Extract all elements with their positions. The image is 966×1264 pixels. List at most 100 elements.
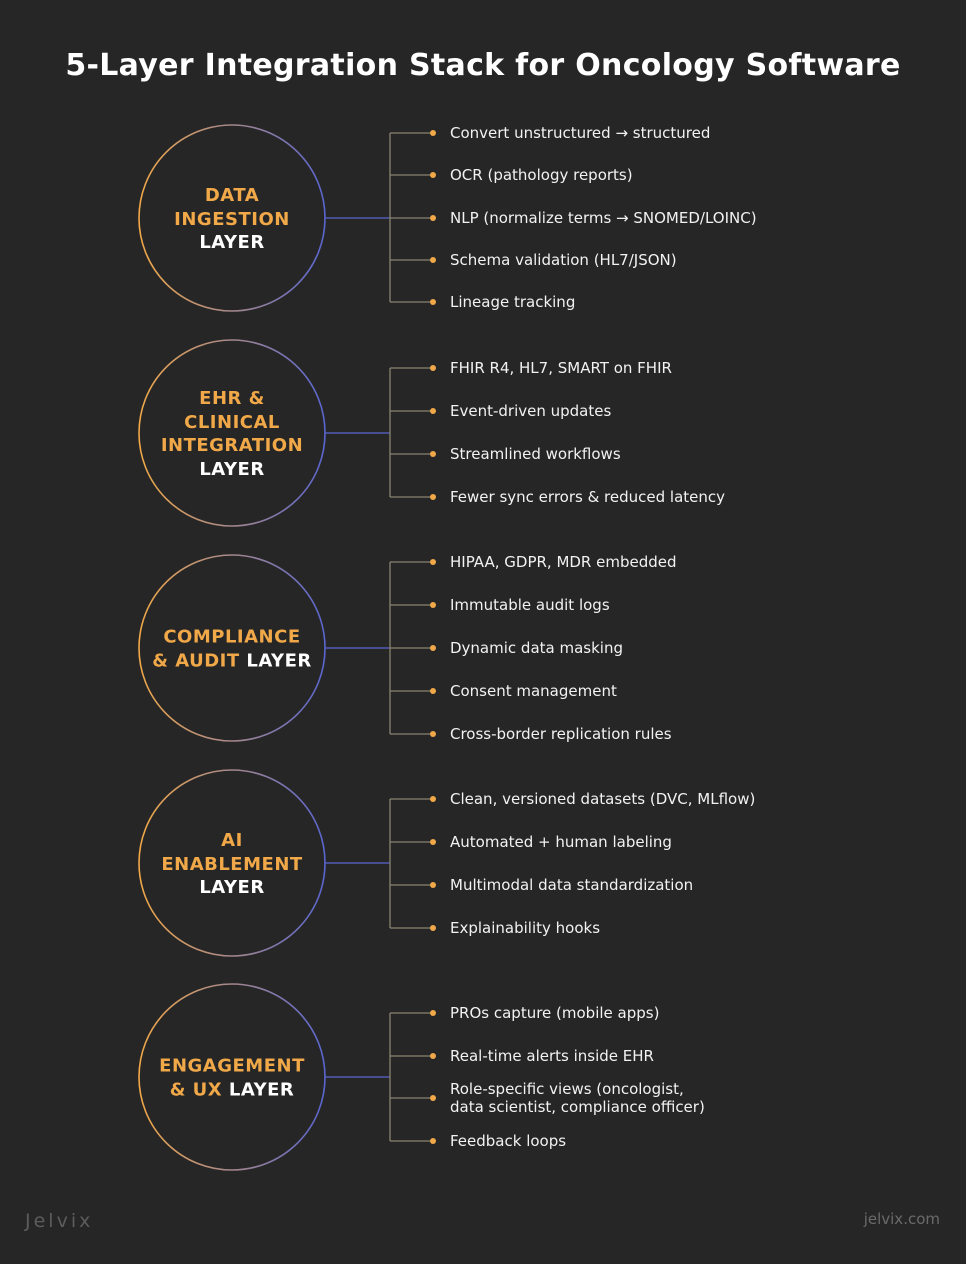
label-highlight: DATA: [204, 184, 260, 206]
item-text-line: Streamlined workflows: [450, 445, 621, 463]
item-text-line: Explainability hooks: [450, 919, 601, 937]
label-highlight: ENABLEMENT: [161, 853, 303, 875]
layer-3-item: Immutable audit logs: [450, 596, 610, 614]
bullet-dot: [430, 257, 436, 263]
layer-4-item: Clean, versioned datasets (DVC, MLflow): [450, 790, 755, 808]
bullet-dot: [430, 215, 436, 221]
label-layer-word: LAYER: [199, 876, 265, 898]
item-text-line: Schema validation (HL7/JSON): [450, 251, 677, 269]
layer-3-label: COMPLIANCE& AUDIT LAYER: [137, 626, 327, 673]
item-text-line: Clean, versioned datasets (DVC, MLflow): [450, 790, 756, 808]
bullet-dot: [430, 1095, 436, 1101]
bullet-dot: [430, 408, 436, 414]
bullet-dot: [430, 494, 436, 500]
item-text-line: FHIR R4, HL7, SMART on FHIR: [450, 359, 672, 377]
bullet-dot: [430, 1010, 436, 1016]
label-line: LAYER: [137, 231, 327, 255]
label-highlight: AI: [221, 829, 243, 851]
layer-3-item: HIPAA, GDPR, MDR embedded: [450, 553, 677, 571]
item-text-line: data scientist, compliance officer): [450, 1098, 705, 1116]
label-line: & UX LAYER: [137, 1078, 327, 1102]
layer-5-item: PROs capture (mobile apps): [450, 1004, 659, 1022]
label-highlight: & AUDIT: [152, 650, 247, 671]
label-line: LAYER: [137, 458, 327, 482]
bullet-dot: [430, 451, 436, 457]
label-line: EHR &: [137, 387, 327, 411]
layer-1-item: OCR (pathology reports): [450, 166, 633, 184]
layer-3-item: Cross-border replication rules: [450, 725, 672, 743]
item-text-line: Immutable audit logs: [450, 596, 610, 614]
label-line: DATA: [137, 184, 327, 208]
site-link[interactable]: jelvix.com: [863, 1210, 940, 1228]
bullet-dot: [430, 1053, 436, 1059]
item-text-line: Convert unstructured → structured: [450, 124, 711, 142]
layer-3-item: Dynamic data masking: [450, 639, 623, 657]
jelvix-logo: Jelvix: [25, 1210, 94, 1232]
item-text-line: Feedback loops: [450, 1132, 567, 1150]
label-line: LAYER: [137, 876, 327, 900]
item-text-line: Event-driven updates: [450, 402, 612, 420]
layer-4-item: Automated + human labeling: [450, 833, 672, 851]
label-line: ENABLEMENT: [137, 852, 327, 876]
label-layer-word: LAYER: [199, 458, 265, 480]
item-text-line: NLP (normalize terms → SNOMED/LOINC): [450, 209, 757, 227]
bullet-dot: [430, 172, 436, 178]
item-text-line: Fewer sync errors & reduced latency: [450, 488, 726, 506]
layer-4-item: Explainability hooks: [450, 919, 600, 937]
item-text-line: Consent management: [450, 682, 617, 700]
layer-1-item: NLP (normalize terms → SNOMED/LOINC): [450, 209, 757, 227]
label-layer-word: LAYER: [199, 231, 265, 253]
bullet-dot: [430, 796, 436, 802]
label-line: CLINICAL: [137, 411, 327, 435]
bullet-dot: [430, 299, 436, 305]
layer-1-item: Convert unstructured → structured: [450, 124, 710, 142]
label-highlight: COMPLIANCE: [163, 626, 301, 648]
label-line: COMPLIANCE: [137, 626, 327, 650]
label-line: INTEGRATION: [137, 434, 327, 458]
layer-1-item: Schema validation (HL7/JSON): [450, 251, 677, 269]
item-text-line: OCR (pathology reports): [450, 166, 633, 184]
label-line: INGESTION: [137, 207, 327, 231]
layer-5-item: Role-specific views (oncologist,data sci…: [450, 1080, 705, 1116]
item-text-line: Real-time alerts inside EHR: [450, 1047, 654, 1065]
item-text-line: Automated + human labeling: [450, 833, 672, 851]
layer-2-item: Event-driven updates: [450, 402, 611, 420]
item-text-line: HIPAA, GDPR, MDR embedded: [450, 553, 677, 571]
label-layer-word: LAYER: [246, 650, 312, 671]
layer-5-label: ENGAGEMENT& UX LAYER: [137, 1055, 327, 1102]
label-layer-word: LAYER: [228, 1079, 295, 1100]
label-highlight: ENGAGEMENT: [159, 1055, 305, 1077]
label-line: & AUDIT LAYER: [137, 649, 327, 673]
bullet-dot: [430, 925, 436, 931]
bullet-dot: [430, 839, 436, 845]
bullet-dot: [430, 1138, 436, 1144]
bullet-dot: [430, 688, 436, 694]
bullet-dot: [430, 882, 436, 888]
label-highlight: EHR &: [199, 388, 265, 409]
item-text-line: Multimodal data standardization: [450, 876, 694, 894]
item-text-line: Dynamic data masking: [450, 639, 623, 657]
item-text-line: Role-specific views (oncologist,: [450, 1080, 684, 1098]
layer-1-item: Lineage tracking: [450, 293, 575, 311]
layer-2-item: Streamlined workflows: [450, 445, 621, 463]
item-text-line: PROs capture (mobile apps): [450, 1004, 660, 1022]
bullet-dot: [430, 365, 436, 371]
bullet-dot: [430, 731, 436, 737]
layer-5-item: Feedback loops: [450, 1132, 566, 1150]
label-line: AI: [137, 829, 327, 853]
bullet-dot: [430, 645, 436, 651]
page-title: 5-Layer Integration Stack for Oncology S…: [65, 48, 901, 83]
layer-5-item: Real-time alerts inside EHR: [450, 1047, 654, 1065]
item-text-line: Lineage tracking: [450, 293, 576, 311]
label-highlight: & UX: [169, 1079, 229, 1100]
bullet-dot: [430, 130, 436, 136]
label-highlight: INGESTION: [174, 208, 290, 230]
label-line: ENGAGEMENT: [137, 1055, 327, 1079]
layer-2-item: Fewer sync errors & reduced latency: [450, 488, 725, 506]
bullet-dot: [430, 602, 436, 608]
layer-3-item: Consent management: [450, 682, 617, 700]
